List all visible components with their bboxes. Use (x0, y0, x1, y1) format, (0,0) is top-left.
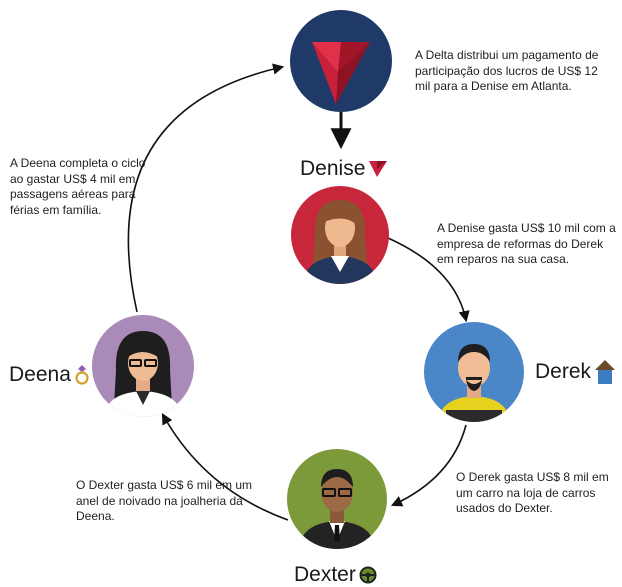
delta-caption: A Delta distribui um pagamento de partic… (415, 48, 599, 93)
denise-name: Denise (300, 157, 366, 180)
arrow-derek-to-dexter (390, 424, 467, 507)
derek-label: Derek (535, 359, 616, 385)
denise-label: Denise (300, 157, 388, 181)
deena-label: Deena (9, 363, 90, 387)
house-icon (595, 360, 616, 384)
steering-wheel-icon (359, 566, 377, 584)
denise-caption: A Denise gasta US$ 10 mil com a empresa … (437, 221, 616, 266)
dexter-avatar (287, 449, 387, 549)
dexter-name: Dexter (294, 563, 356, 586)
derek-name: Derek (535, 360, 592, 383)
dexter-label: Dexter (294, 563, 377, 587)
derek-caption: O Derek gasta US$ 8 mil em um carro na l… (456, 470, 609, 515)
arrow-deena-to-delta (127, 63, 285, 313)
deena-name: Deena (9, 363, 71, 386)
arrow-denise-to-derek (387, 237, 470, 323)
denise-avatar (291, 186, 389, 284)
arrow-dexter-to-deena (161, 413, 289, 521)
delta-logo (290, 10, 392, 112)
deena-caption: A Deena completa o ciclo ao gastar US$ 4… (10, 156, 146, 217)
delta-logo-icon (369, 161, 388, 177)
dexter-caption: O Dexter gasta US$ 6 mil em um anel de n… (76, 478, 253, 523)
ring-icon (75, 365, 89, 385)
deena-avatar (92, 315, 194, 417)
derek-avatar (424, 322, 524, 422)
